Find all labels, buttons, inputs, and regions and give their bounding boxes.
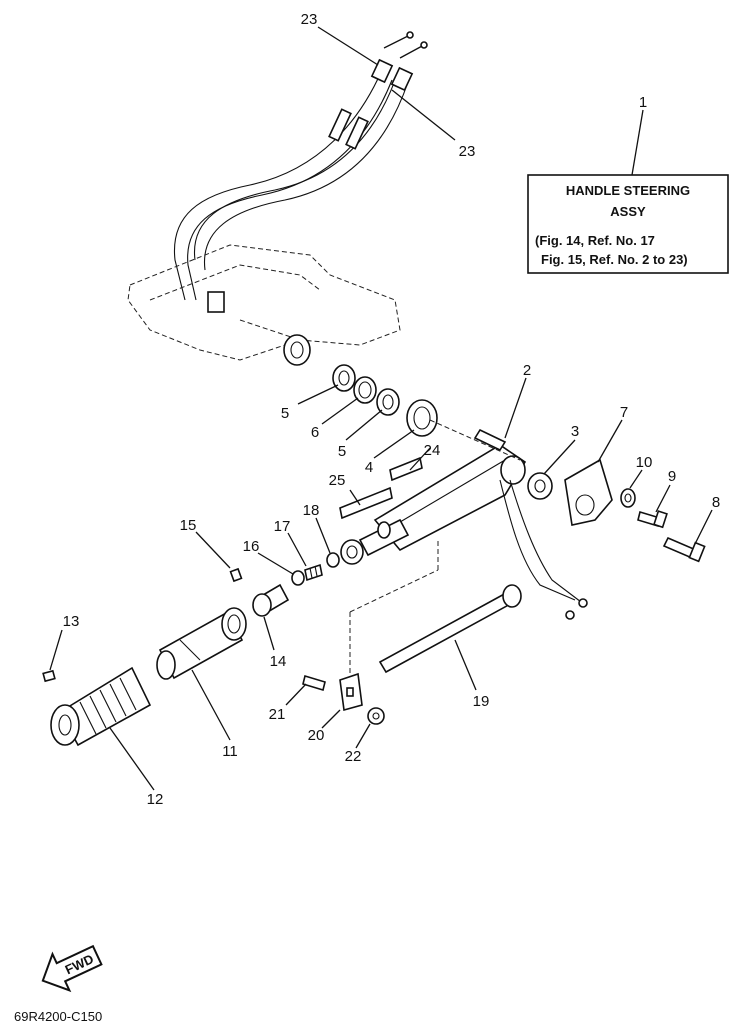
callout-16: 16: [243, 538, 260, 555]
figure-code: 69R4200-C150: [14, 1009, 102, 1024]
callout-19: 19: [473, 693, 490, 710]
grip-12: [50, 666, 152, 747]
plate-7: [564, 458, 613, 526]
collar-14: [252, 583, 290, 617]
collar-3: [527, 472, 553, 500]
washer-5-a: [332, 364, 356, 392]
spring-17: [304, 563, 323, 582]
callout-14: 14: [270, 653, 287, 670]
decal-25: [339, 486, 393, 520]
handle-shaft: [340, 518, 410, 565]
decal-24: [389, 456, 423, 482]
callout-7: 7: [620, 404, 628, 421]
connector-20: [339, 540, 439, 712]
callout-6: 6: [311, 424, 319, 441]
callout-9: 9: [668, 468, 676, 485]
screw-15: [229, 567, 243, 583]
callout-11: 11: [222, 743, 238, 760]
callout-25: 25: [329, 472, 346, 489]
washer-5-b: [376, 388, 400, 416]
bolt-21: [302, 674, 326, 692]
callout-23-top: 23: [301, 11, 318, 28]
callout-13: 13: [63, 613, 80, 630]
note-title-line1: HANDLE STEERING: [566, 183, 690, 198]
bushing-4: [406, 399, 438, 437]
bolt-9: [637, 510, 668, 529]
callout-20: 20: [308, 727, 325, 744]
screw-13: [42, 669, 56, 683]
plunger-18: [326, 552, 340, 568]
callout-18: 18: [303, 502, 320, 519]
callout-10: 10: [636, 454, 653, 471]
leader-lines: [49, 26, 713, 791]
callout-23-right: 23: [459, 143, 476, 160]
throttle-cables: [173, 31, 428, 301]
steering-handle-arm: [373, 419, 588, 620]
throttle-grip-11: [156, 607, 247, 680]
callout-5-a: 5: [281, 405, 289, 422]
bolt-8: [662, 536, 706, 563]
callout-22: 22: [345, 748, 362, 765]
callout-3: 3: [571, 423, 579, 440]
engine-bracket-outline: [127, 244, 401, 366]
wave-washer-6: [353, 376, 377, 404]
note-title-line2: ASSY: [610, 204, 646, 219]
callout-24: 24: [424, 442, 441, 459]
note-box: HANDLE STEERING ASSY (Fig. 14, Ref. No. …: [527, 174, 729, 274]
callout-8: 8: [712, 494, 720, 511]
callout-1: 1: [639, 94, 647, 111]
fwd-arrow-icon: FWD: [41, 944, 103, 993]
callout-15: 15: [180, 517, 197, 534]
shift-rod-19: [378, 584, 522, 674]
callout-21: 21: [269, 706, 286, 723]
nut-22: [367, 707, 385, 725]
callout-labels: 1 23 23 2 3 4 5 5 6 7 8 9 10 11 12 13 14…: [63, 11, 721, 808]
callout-5-b: 5: [338, 443, 346, 460]
washer-10: [620, 488, 636, 508]
callout-17: 17: [274, 518, 291, 535]
washer-16: [291, 570, 305, 586]
callout-2: 2: [523, 362, 531, 379]
callout-4: 4: [365, 459, 373, 476]
note-ref-line2: Fig. 15, Ref. No. 2 to 23): [541, 252, 688, 267]
note-ref-line1: (Fig. 14, Ref. No. 17: [535, 233, 655, 248]
callout-12: 12: [147, 791, 164, 808]
